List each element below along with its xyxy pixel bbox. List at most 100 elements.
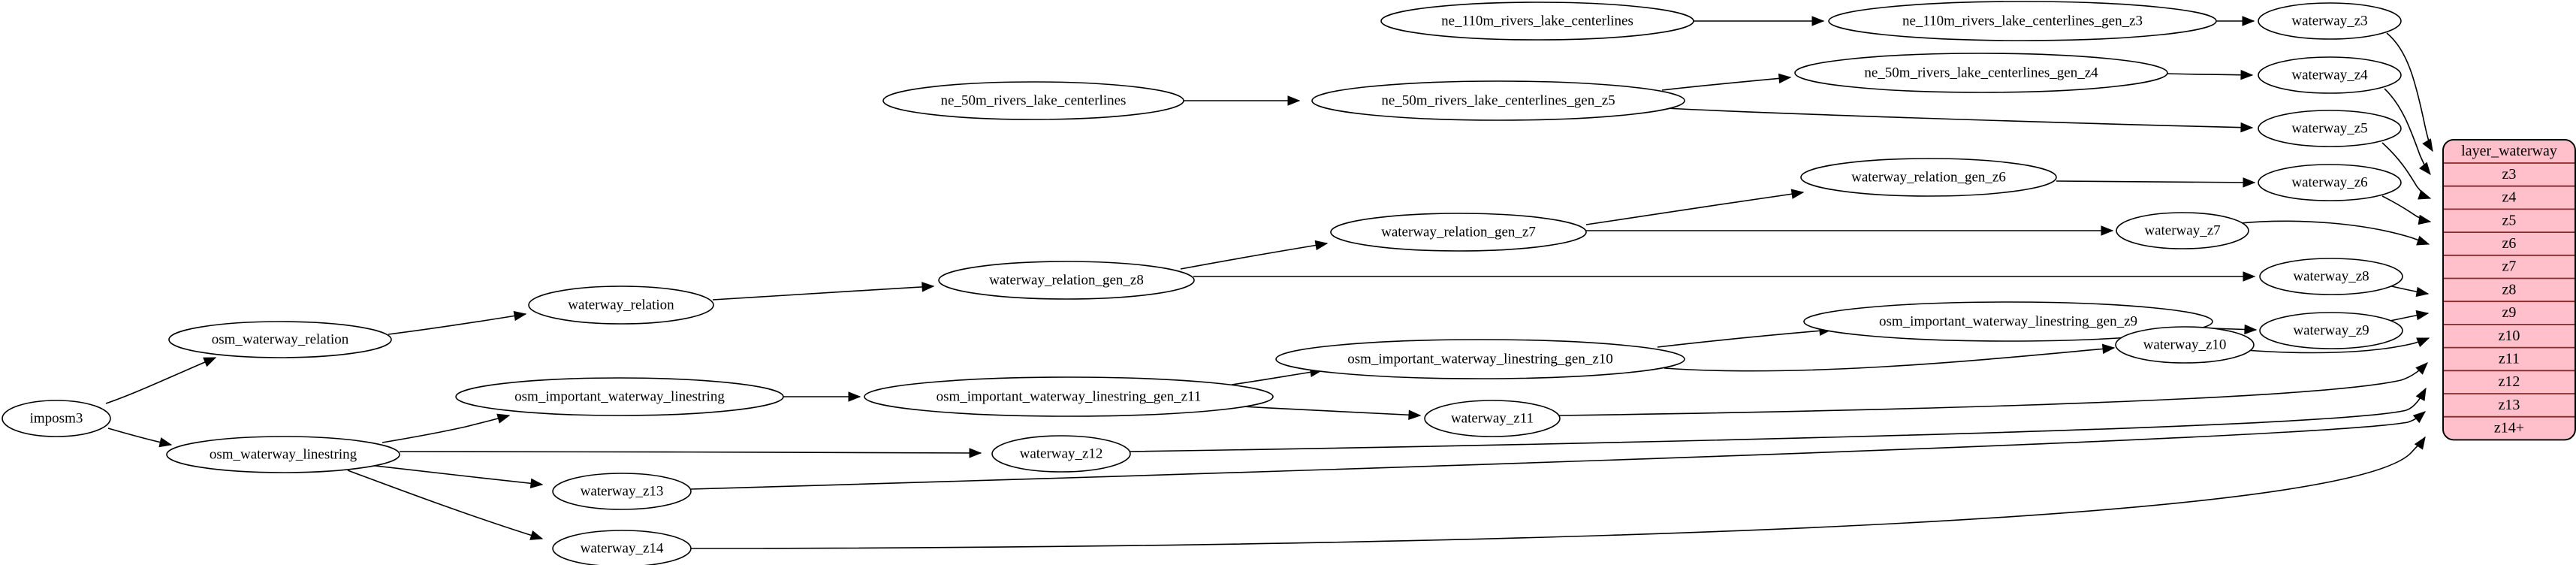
graph-node-osm_waterway_relation[interactable]: osm_waterway_relation — [168, 321, 392, 358]
table-title: layer_waterway — [2461, 143, 2557, 159]
node-label: waterway_z14 — [581, 540, 664, 556]
table-row-z8[interactable]: z8 — [2502, 281, 2517, 298]
graph-node-waterway_z7[interactable]: waterway_z7 — [2116, 212, 2249, 249]
graph-node-waterway_z5[interactable]: waterway_z5 — [2258, 110, 2402, 147]
graph-edge — [1193, 271, 2256, 282]
graph-edge — [1130, 387, 2427, 452]
graph-node-osm_important_waterway_linestring_gen_z11[interactable]: osm_important_waterway_linestring_gen_z1… — [864, 376, 1274, 417]
node-label: ne_50m_rivers_lake_centerlines_gen_z4 — [1864, 65, 2098, 80]
graph-node-waterway_z13[interactable]: waterway_z13 — [552, 473, 692, 510]
edge-arrowhead — [2101, 225, 2114, 236]
graph-edge — [2381, 142, 2432, 200]
node-label: waterway_relation_gen_z6 — [1851, 169, 2006, 185]
graph-node-ne_110m_rivers_lake_centerlines[interactable]: ne_110m_rivers_lake_centerlines — [1380, 2, 1694, 41]
graph-node-waterway_relation_gen_z8[interactable]: waterway_relation_gen_z8 — [938, 261, 1195, 300]
node-shape — [455, 377, 784, 416]
node-label: waterway_z9 — [2293, 322, 2369, 338]
graph-edge — [107, 428, 173, 448]
graph-node-ne_50m_rivers_lake_centerlines_gen_z4[interactable]: ne_50m_rivers_lake_centerlines_gen_z4 — [1794, 53, 2168, 93]
edge-arrowhead — [513, 310, 527, 322]
node-shape — [1330, 213, 1587, 252]
graph-node-imposm3[interactable]: imposm3 — [2, 400, 111, 437]
table-row-z5[interactable]: z5 — [2502, 212, 2517, 228]
edge-arrowhead — [969, 448, 982, 458]
graph-edge — [2387, 285, 2430, 298]
graph-node-waterway_z9[interactable]: waterway_z9 — [2259, 312, 2403, 349]
node-shape — [528, 286, 714, 325]
node-label: ne_110m_rivers_lake_centerlines — [1441, 13, 1633, 29]
edge-line — [1231, 370, 1323, 385]
graph-node-waterway_z3[interactable]: waterway_z3 — [2258, 2, 2402, 40]
edge-line — [368, 464, 543, 485]
graph-node-waterway_relation_gen_z7[interactable]: waterway_relation_gen_z7 — [1330, 213, 1587, 252]
graph-edge — [2381, 195, 2432, 225]
edge-line — [1130, 388, 2427, 452]
table-row-z14+[interactable]: z14+ — [2494, 420, 2524, 437]
node-shape — [882, 81, 1184, 120]
node-label: ne_110m_rivers_lake_centerlines_gen_z3 — [1902, 13, 2143, 29]
table-row-z6[interactable]: z6 — [2502, 235, 2517, 252]
table-row-z7[interactable]: z7 — [2502, 258, 2517, 275]
table-row-z4[interactable]: z4 — [2502, 189, 2517, 206]
edge-line — [1657, 329, 1832, 348]
node-label: ne_50m_rivers_lake_centerlines_gen_z5 — [1381, 92, 1615, 108]
graph-node-ne_50m_rivers_lake_centerlines_gen_z5[interactable]: ne_50m_rivers_lake_centerlines_gen_z5 — [1311, 80, 1685, 121]
graph-edge — [347, 470, 544, 540]
edge-arrowhead — [2415, 387, 2427, 401]
edge-arrowhead — [922, 282, 935, 292]
graph-node-waterway_z8[interactable]: waterway_z8 — [2259, 258, 2403, 295]
graph-node-waterway_z11[interactable]: waterway_z11 — [1424, 400, 1561, 437]
graph-edge — [388, 310, 527, 335]
graph-node-osm_waterway_linestring[interactable]: osm_waterway_linestring — [166, 436, 400, 473]
table-row-z3[interactable]: z3 — [2502, 166, 2517, 183]
node-shape — [2258, 56, 2402, 94]
edge-arrowhead — [2422, 138, 2433, 153]
edge-line — [388, 313, 526, 335]
edge-line — [1241, 406, 1421, 416]
node-label: waterway_z11 — [1451, 410, 1534, 426]
node-shape — [2, 400, 111, 437]
node-shape — [991, 435, 1131, 473]
edge-arrowhead — [1790, 189, 1805, 199]
table-row-z11[interactable]: z11 — [2499, 351, 2520, 367]
edge-line — [690, 437, 2426, 549]
graph-node-waterway_z4[interactable]: waterway_z4 — [2258, 56, 2402, 94]
edge-arrowhead — [496, 413, 511, 424]
edge-arrowhead — [2240, 69, 2254, 80]
node-label: osm_important_waterway_linestring_gen_z1… — [1347, 351, 1613, 367]
graph-edge — [2245, 337, 2430, 354]
edge-line — [1664, 107, 2253, 128]
node-shape — [1828, 1, 2217, 41]
graph-edge — [2386, 32, 2433, 153]
graph-node-osm_important_waterway_linestring_gen_z9[interactable]: osm_important_waterway_linestring_gen_z9 — [1803, 301, 2213, 342]
graph-node-waterway_z14[interactable]: waterway_z14 — [552, 530, 692, 565]
graph-node-waterway_z12[interactable]: waterway_z12 — [991, 435, 1131, 473]
node-shape — [1794, 53, 2168, 93]
node-label: waterway_z10 — [2143, 337, 2227, 352]
graph-node-waterway_z10[interactable]: waterway_z10 — [2115, 326, 2255, 364]
graph-edge — [2167, 69, 2254, 80]
graph-node-osm_important_waterway_linestring_gen_z10[interactable]: osm_important_waterway_linestring_gen_z1… — [1275, 339, 1685, 379]
graph-edge — [1657, 325, 1832, 348]
graph-node-waterway_z6[interactable]: waterway_z6 — [2258, 164, 2402, 201]
graph-edge — [2216, 16, 2255, 26]
edge-arrowhead — [2415, 310, 2430, 321]
table-row-z13[interactable]: z13 — [2499, 397, 2520, 413]
edge-line — [1664, 347, 2115, 372]
graph-node-ne_50m_rivers_lake_centerlines[interactable]: ne_50m_rivers_lake_centerlines — [882, 81, 1184, 120]
table-row-z12[interactable]: z12 — [2499, 373, 2520, 390]
edge-line — [2056, 180, 2255, 183]
edge-arrowhead — [529, 478, 544, 489]
graph-node-waterway_relation[interactable]: waterway_relation — [528, 286, 714, 325]
graph-node-ne_110m_rivers_lake_centerlines_gen_z3[interactable]: ne_110m_rivers_lake_centerlines_gen_z3 — [1828, 1, 2217, 41]
edges-layer — [105, 16, 2433, 549]
graph-node-waterway_relation_gen_z6[interactable]: waterway_relation_gen_z6 — [1800, 158, 2057, 197]
table-row-z9[interactable]: z9 — [2502, 304, 2517, 321]
graph-edge — [2056, 177, 2256, 188]
graph-node-osm_important_waterway_linestring[interactable]: osm_important_waterway_linestring — [455, 377, 784, 416]
node-label: waterway_z13 — [581, 483, 664, 499]
graph-edge — [2384, 88, 2431, 176]
table-row-z10[interactable]: z10 — [2499, 328, 2520, 344]
layer-waterway-table: layer_waterway z3 z4 z5 z6 z7 z8 z9 z10 z11 z12 z13… — [2442, 139, 2576, 441]
